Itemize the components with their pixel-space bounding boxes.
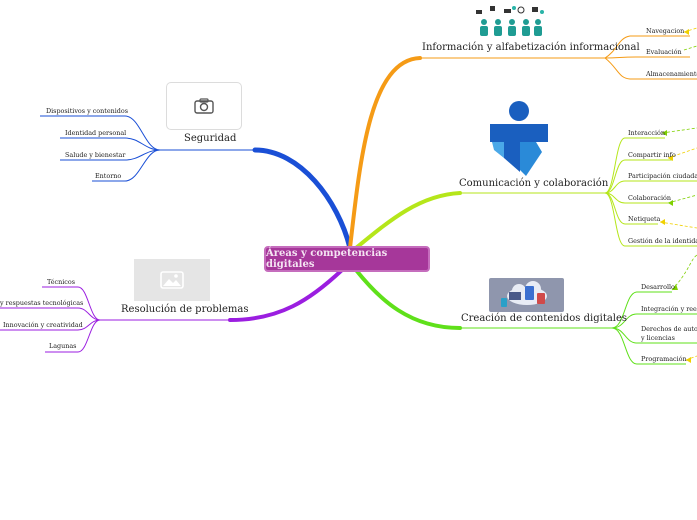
leaf-almacenamiento[interactable]: Almacenamiento <box>646 70 697 78</box>
leaf-lagunas[interactable]: Lagunas <box>49 342 77 350</box>
leaf-licencias[interactable]: y licencias <box>641 334 675 342</box>
leaf-desarrollo[interactable]: Desarrollo <box>641 283 675 291</box>
relationship-arrowheads <box>662 130 678 290</box>
leaf-tecnicos[interactable]: Técnicos <box>47 278 75 286</box>
leaf-integracion[interactable]: Integración y reelab <box>641 305 697 313</box>
relationship-arrowheads-yellow <box>660 29 691 363</box>
leaf-gestion[interactable]: Gestión de la identidad <box>628 237 697 245</box>
leaf-compartir[interactable]: Compartir info <box>628 151 676 159</box>
leaf-participacion[interactable]: Participación ciudadana <box>628 172 697 180</box>
leaf-evaluacion[interactable]: Evaluación <box>646 48 682 56</box>
image-placeholder-icon <box>160 271 184 289</box>
security-image-card <box>166 82 242 130</box>
camera-icon <box>194 98 214 114</box>
info-children-connectors <box>604 35 697 80</box>
creation-image-card <box>489 278 564 312</box>
problems-image-placeholder <box>134 259 210 301</box>
communication-children-connectors <box>604 137 697 247</box>
central-topic[interactable]: Áreas y competencias digitales <box>264 246 430 272</box>
connector-creation <box>354 268 462 330</box>
connector-security <box>252 147 353 251</box>
security-children-connectors <box>40 115 161 182</box>
leaf-identidad[interactable]: Identidad personal <box>65 129 127 137</box>
branch-creation-label[interactable]: Creación de contenidos digitales <box>461 313 628 324</box>
leaf-programacion[interactable]: Programación <box>641 355 687 363</box>
branch-problems-label[interactable]: Resolución de problemas <box>121 304 249 315</box>
creation-children-connectors <box>611 291 697 365</box>
team-illustration <box>476 6 544 36</box>
connector-info <box>348 56 422 250</box>
leaf-dispositivos[interactable]: Dispositivos y contenidos <box>46 107 129 115</box>
communication-logo <box>490 101 548 176</box>
leaf-interaccion[interactable]: Interacción <box>628 129 666 137</box>
leaf-entorno[interactable]: Entorno <box>95 172 122 180</box>
leaf-navegacion[interactable]: Navegacion <box>646 27 685 35</box>
problems-children-connectors <box>0 286 101 353</box>
connector-problems <box>228 268 344 322</box>
branch-info-label[interactable]: Información y alfabetización informacion… <box>422 42 640 53</box>
branch-security-label[interactable]: Seguridad <box>184 133 237 144</box>
leaf-salud[interactable]: Salude y bienestar <box>65 151 126 159</box>
branch-communication-label[interactable]: Comunicación y colaboración <box>459 178 609 189</box>
leaf-respuestas[interactable]: y respuestas tecnológicas <box>0 299 84 307</box>
leaf-colaboracion[interactable]: Colaboración <box>628 194 671 202</box>
cloud-devices-icon <box>501 281 547 307</box>
leaf-innovacion[interactable]: Innovación y creatividad <box>3 321 83 329</box>
leaf-netiqueta[interactable]: Netiqueta <box>628 215 661 223</box>
connector-communication <box>354 191 462 250</box>
leaf-derechos[interactable]: Derechos de autor <box>641 325 697 333</box>
